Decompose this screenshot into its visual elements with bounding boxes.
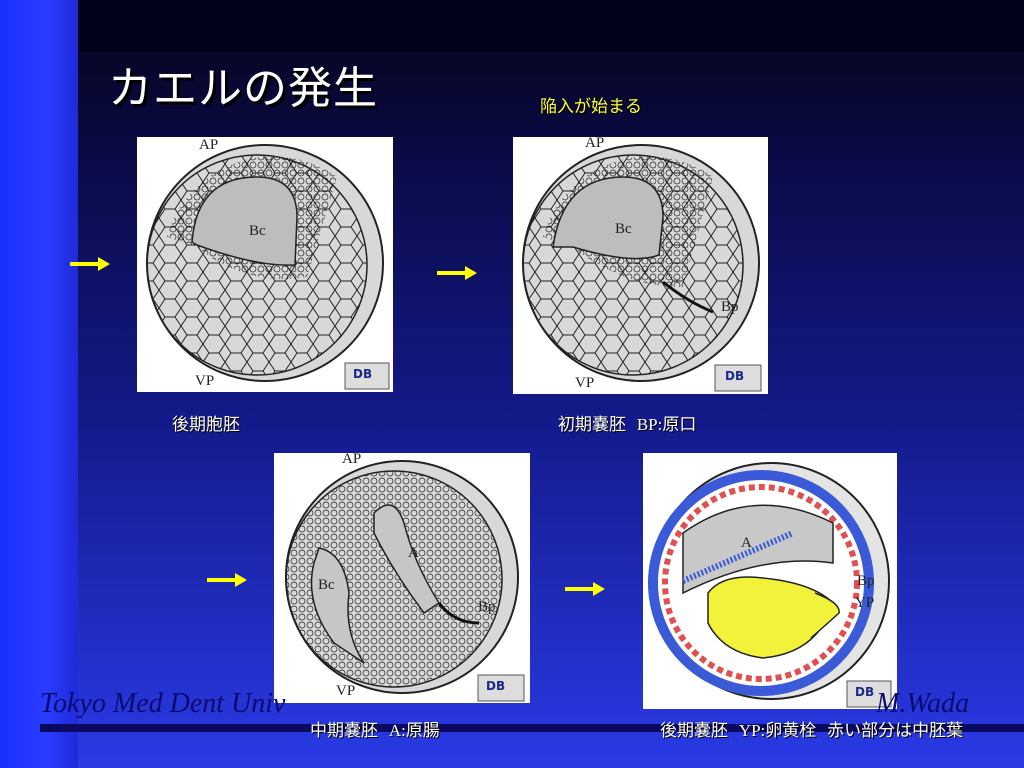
arrow-icon-3 — [207, 573, 247, 587]
vp-label: VP — [575, 375, 595, 391]
ap-label: AP — [342, 451, 362, 467]
caption-jp: 中期嚢胚 — [310, 721, 378, 741]
bottom-rule — [40, 724, 1024, 732]
caption-tail: 原腸 — [405, 721, 440, 741]
mid-gastrula-image: AP Bc A Bp VP DB — [274, 451, 530, 703]
arrow-icon-1 — [70, 257, 110, 271]
late-gastrula-image: A Bp YP DB — [643, 453, 897, 709]
early-gastrula-image: AP Bc Bp VP DB — [513, 135, 768, 394]
late-blastula-image: AP Bc VP DB — [137, 137, 393, 392]
bp-label: Bp — [478, 599, 496, 615]
caption-mid-gastrula: 中期嚢胚 A:原腸 — [310, 716, 440, 741]
caption-latin: YP: — [738, 721, 766, 740]
caption-early-gastrula: 初期嚢胚 BP:原口 — [558, 410, 696, 435]
vp-label: VP — [336, 683, 356, 699]
caption-tail: 原口 — [662, 415, 697, 435]
caption-late-blastula: 後期胞胚 — [172, 415, 240, 435]
caption-latin: BP: — [636, 415, 663, 434]
arrow-icon-4 — [565, 582, 605, 596]
ap-label: AP — [199, 137, 219, 153]
db-logo: DB — [486, 679, 506, 693]
slide-title: カエルの発生 — [108, 63, 378, 114]
bc-label: Bc — [249, 223, 266, 239]
footer-institution: Tokyo Med Dent Univ — [40, 688, 286, 719]
caption-late-gastrula: 後期嚢胚 YP:卵黄栓 赤い部分は中胚葉 — [660, 716, 963, 741]
yp-label: YP — [855, 595, 875, 611]
db-logo: DB — [725, 369, 745, 383]
top-dark-band — [78, 0, 1024, 52]
caption-latin: A: — [388, 721, 406, 740]
bc-label: Bc — [318, 577, 335, 593]
db-logo: DB — [353, 367, 373, 381]
caption-jp: 後期嚢胚 — [660, 721, 728, 741]
caption-extra: 赤い部分は中胚葉 — [827, 721, 964, 741]
a-label: A — [408, 545, 419, 561]
invagination-note: 陥入が始まる — [540, 97, 642, 117]
caption-jp: 初期嚢胚 — [558, 415, 626, 435]
db-logo: DB — [855, 685, 875, 699]
ap-label: AP — [585, 135, 605, 151]
vp-label: VP — [195, 373, 215, 389]
arrow-icon-2 — [437, 266, 477, 280]
bp-label: Bp — [721, 299, 739, 315]
a-label: A — [741, 535, 752, 551]
left-accent-bar — [0, 0, 78, 768]
caption-tail: 卵黄栓 — [765, 721, 817, 741]
bc-label: Bc — [615, 221, 632, 237]
footer-author: M.Wada — [876, 688, 970, 719]
bp-label: Bp — [857, 573, 875, 589]
